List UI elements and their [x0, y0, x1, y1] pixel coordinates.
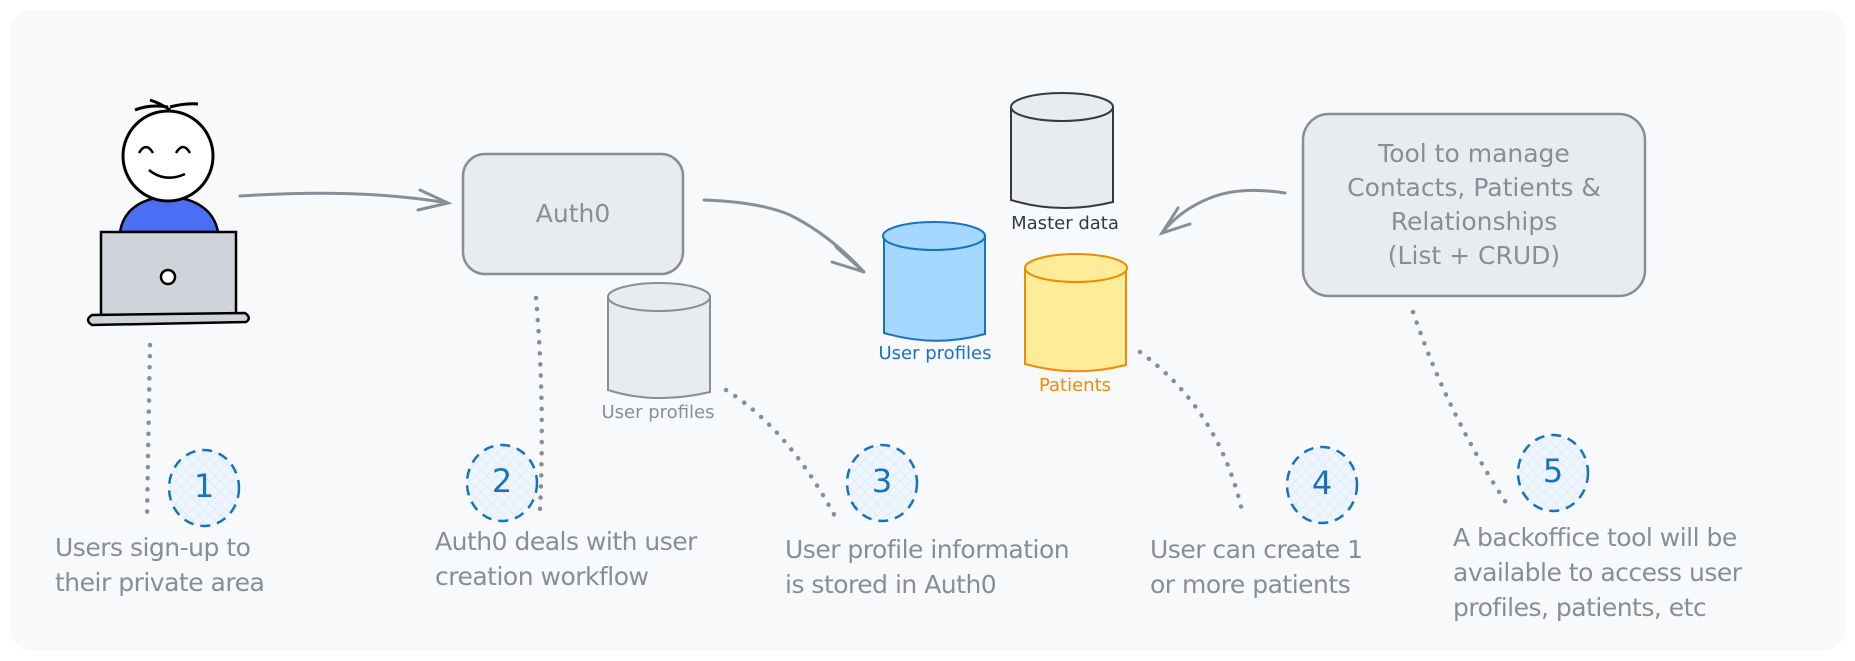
step-number-5: 5 [1542, 452, 1564, 490]
step-number-1: 1 [193, 467, 215, 505]
arrow-person-to-auth0 [238, 188, 453, 212]
step-number-3: 3 [871, 462, 893, 500]
backoffice-tool-box [1301, 112, 1647, 298]
step-badge-2 [465, 443, 539, 523]
step-number-2: 2 [491, 462, 513, 500]
patients-database-label: Patients [1038, 375, 1112, 396]
auth0-box-label: Auth0 [535, 199, 611, 228]
patients-database-icon [1024, 253, 1128, 373]
master-data-database-label: Master data [1011, 213, 1119, 234]
step-description-5: A backoffice tool will be available to a… [1453, 523, 1742, 622]
step-description-2: Auth0 deals with user creation workflow [435, 527, 697, 591]
auth0-box [461, 152, 685, 276]
step-description-4: User can create 1 or more patients [1150, 535, 1363, 599]
step-badge-4 [1285, 445, 1359, 525]
auth0-user-profiles-database-label: User profiles [601, 402, 715, 423]
auth0-user-profiles-database-icon [607, 282, 711, 400]
arrow-auth0-to-databases [702, 198, 866, 274]
master-data-database-icon [1010, 92, 1114, 210]
step-badge-3 [845, 443, 919, 523]
step-badge-5 [1516, 433, 1590, 513]
connector-step-3 [723, 387, 841, 525]
step-description-3: User profile information is stored in Au… [785, 535, 1070, 599]
step-number-4: 4 [1311, 464, 1333, 502]
step-badge-1 [167, 448, 241, 528]
step-description-1: Users sign-up to their private area [55, 533, 265, 597]
arrow-backoffice-to-master-data [1158, 188, 1287, 236]
backoffice-tool-box-label: Tool to manage Contacts, Patients & Rela… [1347, 139, 1601, 270]
user-profiles-database-icon [882, 221, 986, 342]
connector-step-1 [144, 342, 153, 518]
connector-step-5 [1410, 309, 1514, 513]
person-at-laptop-icon [86, 98, 250, 327]
user-profiles-database-label: User profiles [878, 343, 992, 364]
connector-step-4 [1137, 349, 1246, 518]
